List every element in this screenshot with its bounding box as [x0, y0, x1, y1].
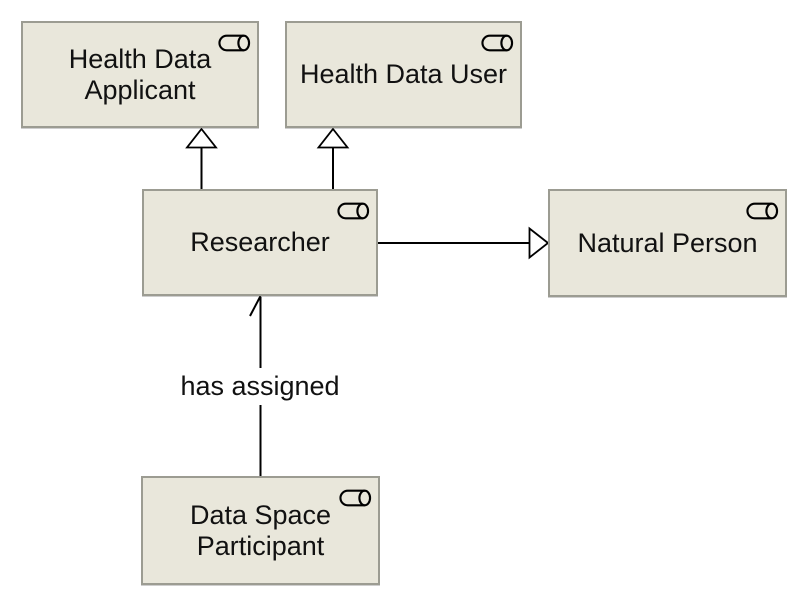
edge-researcher-to-health-data-applicant: [185, 127, 218, 190]
business-role-icon: [339, 489, 372, 507]
edge-label-has-assigned: has assigned: [173, 368, 347, 405]
node-label: Health Data Applicant: [68, 44, 212, 105]
node-data-space-participant[interactable]: Data Space Participant: [141, 476, 380, 585]
node-label: Researcher: [190, 227, 330, 258]
edge-researcher-to-health-data-user: [316, 127, 350, 190]
business-role-icon: [218, 34, 251, 52]
node-researcher[interactable]: Researcher: [142, 189, 378, 296]
node-label: Data Space Participant: [189, 500, 332, 561]
business-role-icon: [337, 202, 370, 220]
node-label: Health Data User: [299, 59, 508, 90]
business-role-icon: [481, 34, 514, 52]
node-health-data-applicant[interactable]: Health Data Applicant: [21, 21, 259, 128]
edge-researcher-to-natural-person: [378, 226, 550, 260]
business-role-icon: [746, 202, 779, 220]
hollow-triangle-arrowhead: [185, 127, 218, 149]
node-health-data-user[interactable]: Health Data User: [285, 21, 522, 128]
open-arrowhead: [249, 295, 262, 317]
hollow-triangle-arrowhead: [528, 226, 550, 260]
node-label: Natural Person: [577, 227, 758, 258]
hollow-triangle-arrowhead: [316, 127, 350, 149]
node-natural-person[interactable]: Natural Person: [548, 189, 787, 297]
